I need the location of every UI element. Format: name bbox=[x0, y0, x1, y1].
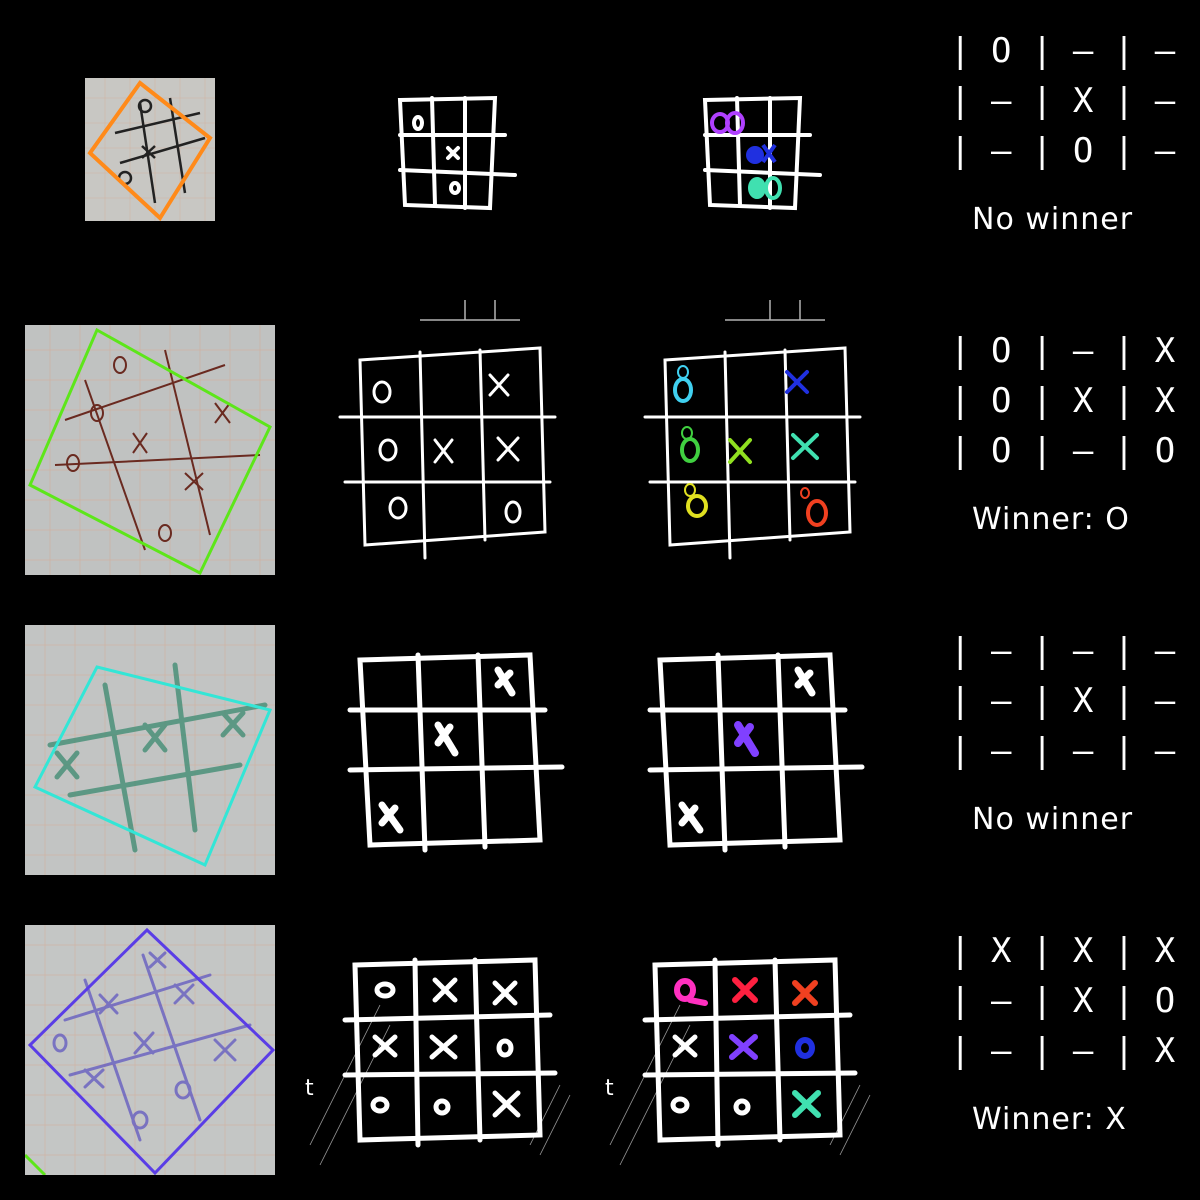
svg-text:t: t bbox=[305, 1076, 314, 1101]
input-photo-1 bbox=[85, 78, 215, 221]
result-row-1: | O | – | – | | – | X | – | | – | O | – … bbox=[0, 0, 1200, 300]
svg-text:t: t bbox=[605, 1076, 614, 1101]
winner-status: Winner: O bbox=[972, 502, 1130, 537]
winner-status: No winner bbox=[972, 202, 1134, 237]
board-result-4: | X | X | X | | – | X | O | | – | – | X … bbox=[930, 900, 1200, 1200]
winner-status: Winner: X bbox=[972, 1102, 1127, 1137]
board-line: | – | – | X | bbox=[950, 1031, 1200, 1071]
board-result-1: | O | – | – | | – | X | – | | – | O | – … bbox=[930, 0, 1200, 300]
result-row-2: | O | – | X | | O | X | X | | O | – | O … bbox=[0, 300, 1200, 600]
input-photo-3 bbox=[25, 625, 275, 875]
board-line: | – | X | O | bbox=[950, 981, 1200, 1021]
board-line: | – | X | – | bbox=[950, 681, 1200, 721]
detection-panel-4: t bbox=[600, 945, 880, 1185]
threshold-panel-3 bbox=[300, 625, 580, 885]
board-line: | X | X | X | bbox=[950, 931, 1200, 971]
threshold-panel-2 bbox=[330, 300, 580, 570]
result-row-3: | – | – | – | | – | X | – | | – | – | – … bbox=[0, 600, 1200, 900]
input-photo-4 bbox=[25, 925, 275, 1175]
input-photo-2 bbox=[25, 325, 275, 575]
result-row-4: t t | X | X | bbox=[0, 900, 1200, 1200]
board-line: | – | – | – | bbox=[950, 631, 1200, 671]
board-line: | O | X | X | bbox=[950, 381, 1200, 421]
board-line: | – | X | – | bbox=[950, 81, 1200, 121]
threshold-panel-4: t bbox=[300, 945, 580, 1185]
board-line: | – | – | – | bbox=[950, 731, 1200, 771]
board-line: | O | – | – | bbox=[950, 31, 1200, 71]
detection-panel-2 bbox=[635, 300, 885, 570]
board-line: | O | – | O | bbox=[950, 431, 1200, 471]
board-result-2: | O | – | X | | O | X | X | | O | – | O … bbox=[930, 300, 1200, 600]
detection-panel-3 bbox=[600, 625, 880, 885]
board-line: | – | O | – | bbox=[950, 131, 1200, 171]
winner-status: No winner bbox=[972, 802, 1134, 837]
detection-panel-1 bbox=[675, 90, 825, 215]
threshold-panel-1 bbox=[370, 90, 520, 215]
board-line: | O | – | X | bbox=[950, 331, 1200, 371]
board-result-3: | – | – | – | | – | X | – | | – | – | – … bbox=[930, 600, 1200, 900]
